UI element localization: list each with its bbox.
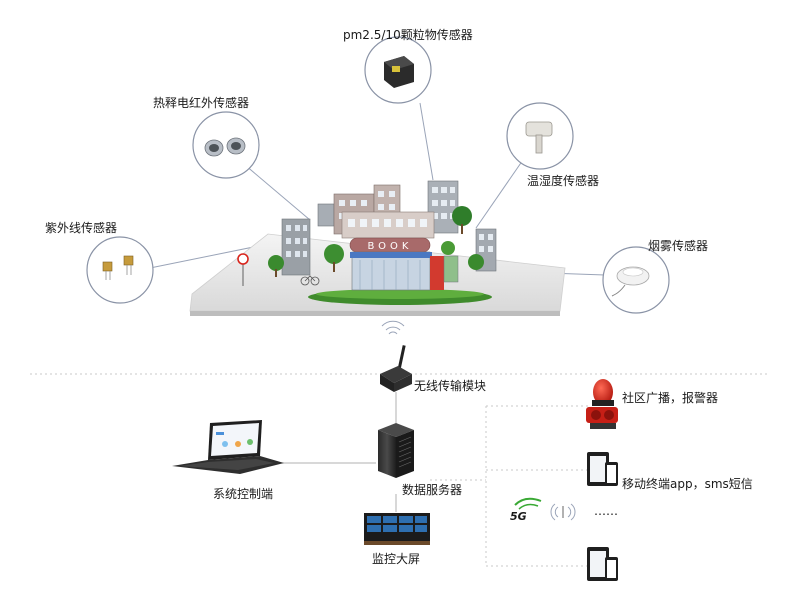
wireless-module-icon — [380, 320, 412, 392]
5g-label: 5G — [510, 510, 527, 523]
label-mobile-output: 移动终端app，sms短信 — [622, 477, 753, 491]
label-uv-sensor: 紫外线传感器 — [45, 221, 118, 235]
monitor-wall-icon — [364, 513, 430, 545]
label-pir-sensor: 热释电红外传感器 — [153, 96, 250, 110]
label-pm25-sensor: pm2.5/10颗粒物传感器 — [343, 28, 473, 42]
mobile-devices-2-icon — [587, 547, 618, 581]
label-wireless-module: 无线传输模块 — [414, 379, 487, 393]
label-data-server: 数据服务器 — [402, 483, 463, 497]
mobile-devices-icon — [587, 452, 618, 486]
label-temp-humidity-sensor: 温湿度传感器 — [527, 174, 600, 188]
alarm-siren-icon — [586, 379, 618, 429]
output-bracket — [430, 405, 588, 567]
label-monitor-screen: 监控大屏 — [372, 552, 421, 566]
5g-badge: 5G — [510, 497, 542, 523]
label-alarm-output: 社区广播，报警器 — [622, 391, 719, 405]
sensor-temp-humidity-icon — [506, 102, 574, 170]
label-control-terminal: 系统控制端 — [213, 487, 274, 501]
server-icon — [378, 423, 414, 478]
sensor-smoke-icon — [602, 246, 670, 314]
laptop-icon — [172, 420, 284, 474]
sensor-pm25-icon — [364, 36, 432, 104]
shop-sign-text: BOOK — [368, 241, 413, 252]
sensor-pir-icon — [192, 111, 260, 179]
label-smoke-sensor: 烟雾传感器 — [648, 239, 709, 253]
label-ellipsis-output: …… — [594, 504, 618, 518]
wireless-signal-icon — [550, 503, 576, 521]
sensor-uv-icon — [86, 236, 154, 304]
community-scene: BOOK — [189, 180, 566, 316]
